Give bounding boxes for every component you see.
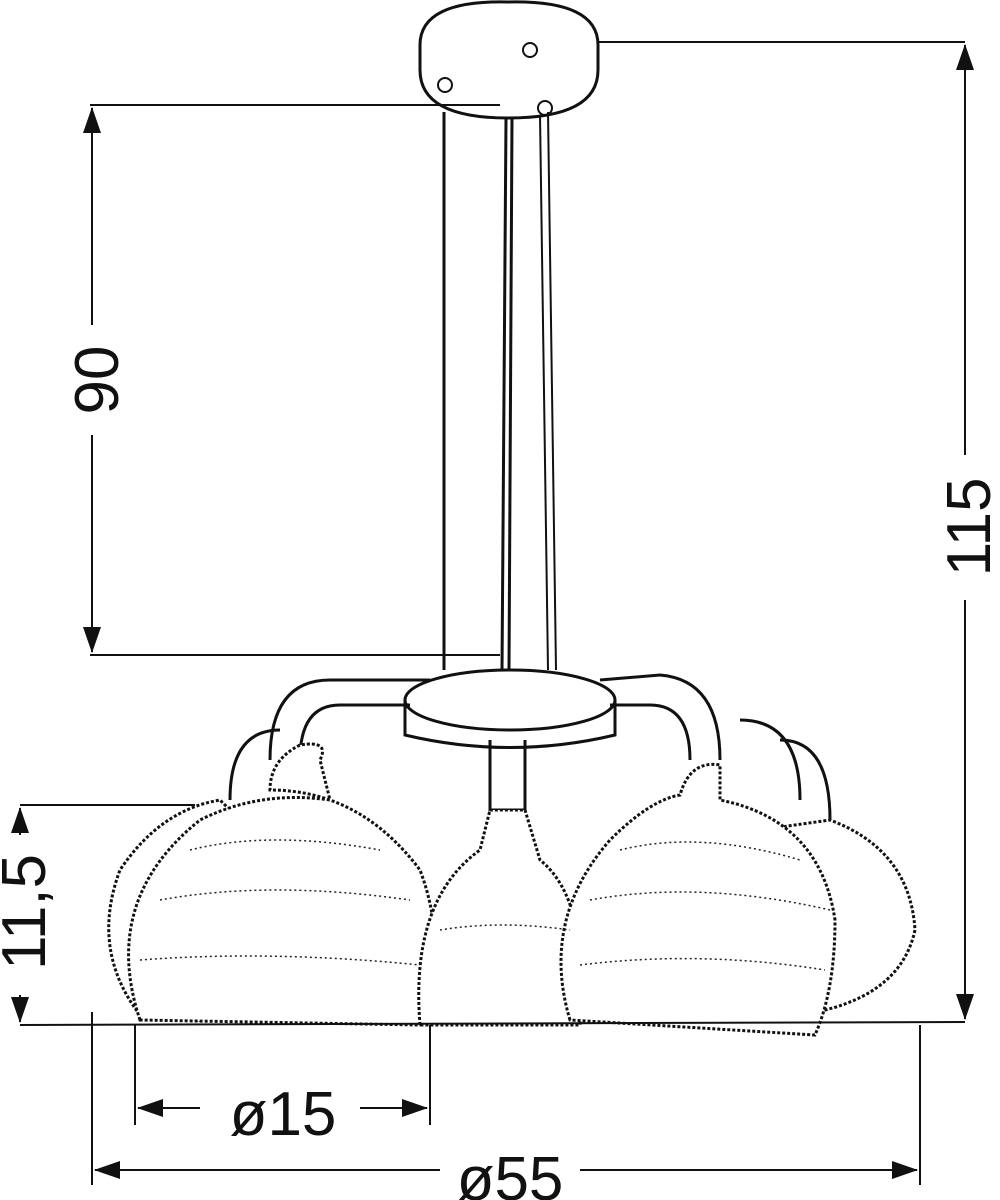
dimension-label-11-5: 11,5 bbox=[0, 854, 59, 970]
dimension-label-d15: ø15 bbox=[230, 1080, 337, 1149]
dimension-d55: ø55 bbox=[94, 1145, 918, 1200]
dimension-11-5: 11,5 bbox=[0, 807, 59, 1023]
dimension-d15: ø15 bbox=[137, 1080, 428, 1149]
dimension-115: 115 bbox=[935, 44, 1000, 1020]
glass-shades bbox=[107, 742, 917, 1037]
ceiling-canopy bbox=[418, 0, 600, 120]
dimension-label-90: 90 bbox=[63, 346, 132, 415]
extension-lines bbox=[19, 41, 966, 1185]
dimension-90: 90 bbox=[63, 107, 132, 653]
suspension-wires bbox=[442, 111, 557, 671]
dimension-label-d55: ø55 bbox=[457, 1145, 564, 1200]
dimension-label-115: 115 bbox=[935, 478, 1000, 577]
